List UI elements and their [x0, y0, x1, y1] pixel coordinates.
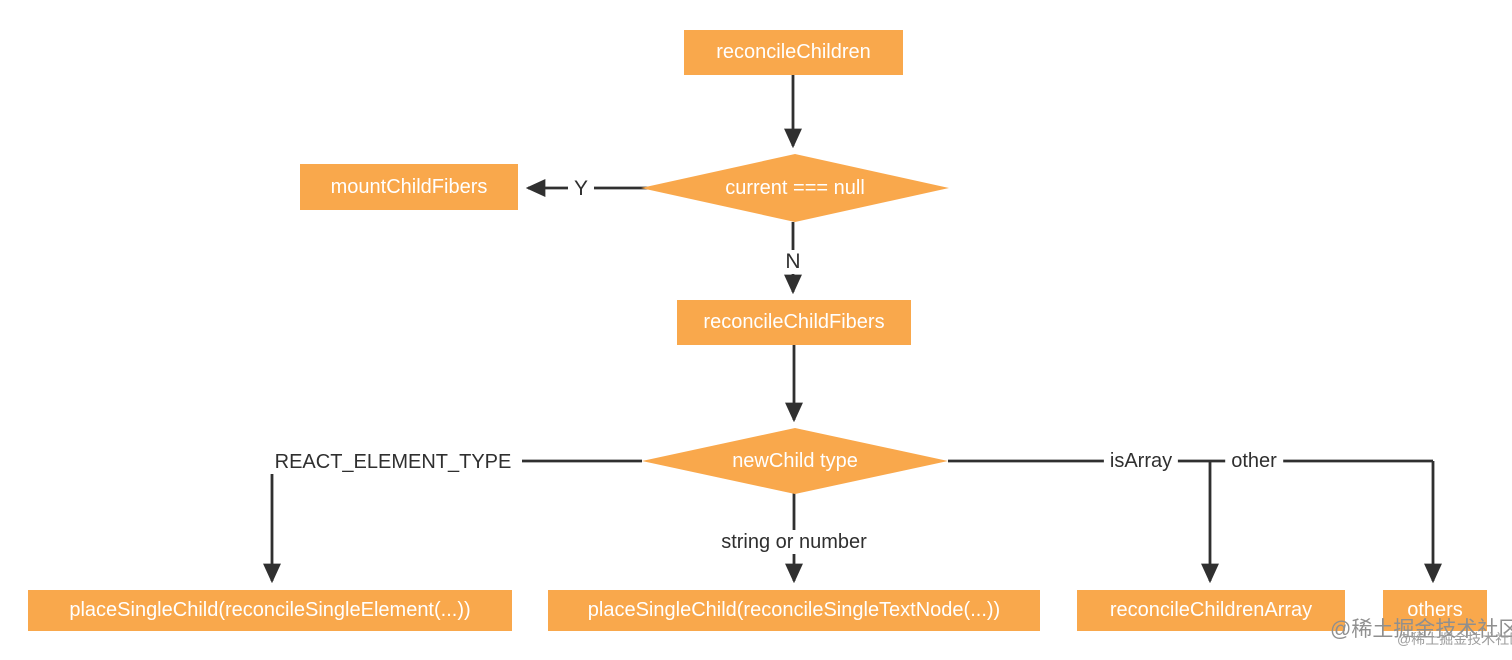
node-reconcile-child-fibers: reconcileChildFibers — [677, 300, 911, 345]
node-reconcile-children: reconcileChildren — [684, 30, 903, 75]
node-others: others — [1383, 590, 1487, 631]
watermark-juejin-small: @稀土掘金技术社区 — [1397, 631, 1512, 647]
node-place-single-child-element: placeSingleChild(reconcileSingleElement(… — [28, 590, 512, 631]
edge-label-yes: Y — [567, 177, 595, 201]
node-place-single-child-textnode: placeSingleChild(reconcileSingleTextNode… — [548, 590, 1040, 631]
watermark-juejin: @稀土掘金技术社区 — [1330, 618, 1512, 641]
edge-label-is-array: isArray — [1103, 449, 1179, 473]
node-mount-child-fibers: mountChildFibers — [300, 164, 518, 210]
edge-label-string-or-number: string or number — [715, 530, 873, 554]
edge-label-no: N — [779, 250, 807, 274]
edge-label-other: other — [1225, 449, 1283, 473]
node-reconcile-children-array: reconcileChildrenArray — [1077, 590, 1345, 631]
edge-label-react-element-type: REACT_ELEMENT_TYPE — [268, 450, 518, 474]
